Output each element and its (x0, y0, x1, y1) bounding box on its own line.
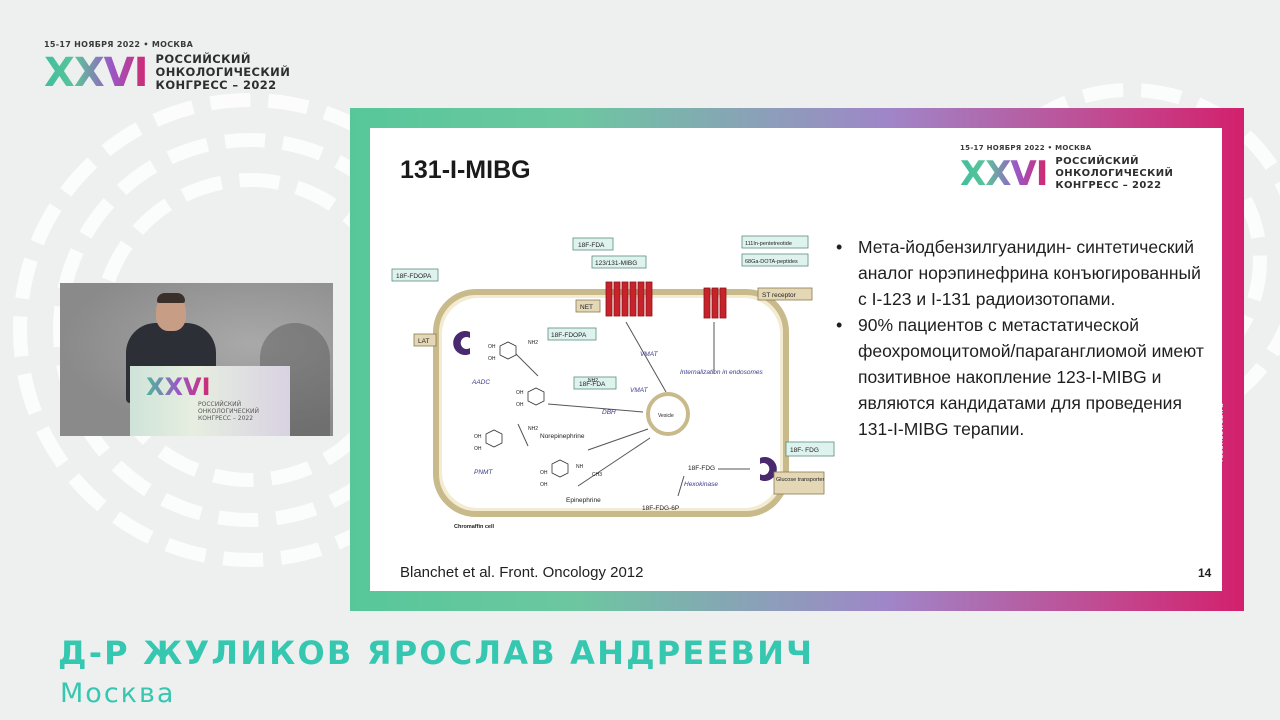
speaker-camera-feed: XXVI РОССИЙСКИЙ ОНКОЛОГИЧЕСКИЙ КОНГРЕСС … (60, 283, 333, 436)
event-logo-line3: КОНГРЕСС – 2022 (155, 78, 277, 92)
glucose-transporter-icon (760, 457, 777, 481)
label-nh2-3: NH2 (528, 426, 538, 432)
label-fda-in: 18F-FDA (579, 381, 606, 388)
label-net: NET (580, 304, 593, 311)
label-hexokinase: Hexokinase (684, 481, 718, 488)
event-logo-line2: ОНКОЛОГИЧЕСКИЙ (155, 65, 291, 79)
label-epinephrine: Epinephrine (566, 497, 601, 504)
slide-citation: Blanchet et al. Front. Oncology 2012 (400, 564, 644, 581)
slide-event-logo: 15-17 НОЯБРЯ 2022 • МОСКВА XXVI РОССИЙСК… (960, 144, 1173, 192)
label-fdopa-out: 18F-FDOPA (396, 273, 432, 280)
label-oh-7: OH (540, 470, 548, 476)
tan-label-boxes (413, 287, 825, 495)
label-vmat-2: VMAT (630, 387, 649, 394)
slide-logo-line1: РОССИЙСКИЙ (1055, 156, 1139, 167)
label-chromaffin: Chromaffin cell (454, 524, 495, 530)
label-oh-1: OH (488, 344, 496, 350)
label-nh: NH (576, 464, 584, 470)
bullet-list: Мета-йодбензилгуанидин- синтетический ан… (830, 234, 1210, 442)
molecule-structures (485, 341, 569, 478)
label-st-receptor: ST receptor (762, 292, 797, 299)
label-pentetreotide: 111In-pentetreotide (745, 241, 792, 247)
st-receptor-icon (703, 287, 727, 319)
chromaffin-cell-diagram: 18F-FDOPA 18F-FDA 123/131-MIBG 111In-pen… (391, 235, 835, 530)
label-fda-top: 18F-FDA (578, 242, 605, 249)
bullet-item: 90% пациентов с метастатической феохромо… (830, 312, 1210, 442)
label-oh-6: OH (474, 446, 482, 452)
cell-interior (442, 298, 780, 508)
podium-line2: ОНКОЛОГИЧЕСКИЙ (198, 408, 259, 415)
label-pnmt: PNMT (474, 469, 493, 476)
label-oh-2: OH (488, 356, 496, 362)
label-fdg6p: 18F-FDG-6P (642, 505, 679, 512)
slide-frame: 131-I-MIBG 15-17 НОЯБРЯ 2022 • МОСКВА XX… (350, 108, 1244, 611)
slide-title: 131-I-MIBG (400, 156, 531, 184)
label-internalization: Internalization in endosomes (680, 369, 763, 376)
label-boxes (391, 235, 835, 457)
slide-logo-line2: ОНКОЛОГИЧЕСКИЙ (1055, 168, 1174, 179)
label-fdg-out: 18F- FDG (790, 447, 819, 454)
label-aadc: AADC (471, 379, 490, 386)
event-logo-mark: XXVI (44, 49, 149, 96)
label-mibg-top: 123/131-MIBG (595, 260, 637, 267)
speaker-name: Д-Р ЖУЛИКОВ ЯРОСЛАВ АНДРЕЕВИЧ (58, 634, 815, 672)
label-dota: 68Ga-DOTA-peptides (745, 259, 798, 265)
event-logo-line1: РОССИЙСКИЙ (155, 52, 251, 66)
podium-line3: КОНГРЕСС – 2022 (198, 415, 254, 422)
label-nh2-1: NH2 (528, 340, 538, 346)
event-logo-text: РОССИЙСКИЙ ОНКОЛОГИЧЕСКИЙ КОНГРЕСС – 202… (156, 53, 291, 92)
podium-logo-mark: XXVI (146, 373, 211, 401)
speaker-city: Москва (60, 678, 176, 709)
event-date: 15-17 НОЯБРЯ 2022 • МОСКВА (44, 40, 194, 49)
net-receptor-icon (605, 281, 653, 317)
label-vmat-1: VMAT (640, 351, 659, 358)
podium-logo-text: РОССИЙСКИЙ ОНКОЛОГИЧЕСКИЙ КОНГРЕСС – 202… (198, 401, 259, 422)
label-fdg-in: 18F-FDG (688, 465, 715, 472)
lat-transporter-icon (453, 331, 470, 355)
label-glucose-transporter: Glucose transporter (776, 477, 824, 483)
bullet-item: Мета-йодбензилгуанидин- синтетический ан… (830, 234, 1210, 312)
podium (130, 366, 290, 436)
vesicle-icon (646, 392, 690, 436)
podium-line1: РОССИЙСКИЙ (198, 401, 242, 408)
event-logo: 15-17 НОЯБРЯ 2022 • МОСКВА XXVI РОССИЙСК… (44, 40, 291, 96)
slide-logo-mark: XXVI (960, 154, 1048, 194)
slide-page-number: 14 (1198, 566, 1212, 580)
label-oh-3: OH (516, 390, 524, 396)
side-url: rosoncoweb.ru (1216, 403, 1225, 462)
label-vesicle: Vesicle (658, 413, 674, 419)
label-norepinephrine: Norepinephrine (540, 433, 585, 440)
label-nh2-2: NH2 (588, 378, 598, 384)
label-ch3: CH3 (592, 472, 602, 478)
slide-logo-date: 15-17 НОЯБРЯ 2022 • МОСКВА (960, 144, 1092, 152)
speaker-hair (157, 293, 185, 303)
label-oh-5: OH (474, 434, 482, 440)
label-dbh: DBH (602, 409, 616, 416)
pathway-arrows (515, 321, 750, 497)
label-fdopa-in: 18F-FDOPA (551, 332, 587, 339)
presentation-slide: 131-I-MIBG 15-17 НОЯБРЯ 2022 • МОСКВА XX… (370, 128, 1222, 591)
label-oh-8: OH (540, 482, 548, 488)
slide-logo-text: РОССИЙСКИЙ ОНКОЛОГИЧЕСКИЙ КОНГРЕСС – 202… (1055, 156, 1173, 192)
label-oh-4: OH (516, 402, 524, 408)
label-lat: LAT (418, 338, 429, 345)
slide-logo-line3: КОНГРЕСС – 2022 (1055, 180, 1162, 191)
